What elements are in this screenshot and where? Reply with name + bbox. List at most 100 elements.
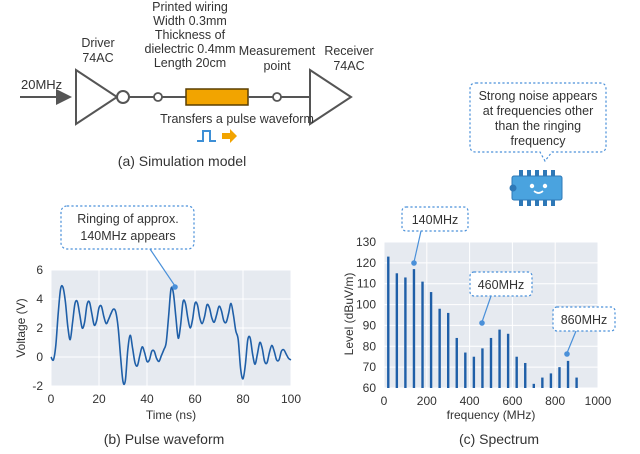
noise-note-line4: frequency xyxy=(511,134,567,148)
receiver-label-line1: Receiver xyxy=(324,44,373,58)
driver-buffer-icon xyxy=(75,68,119,126)
spectrum-bar xyxy=(464,352,467,388)
wiring-label-line2: Width 0.3mm xyxy=(153,14,227,28)
pulse-icon xyxy=(197,130,216,142)
callout-860mhz-leader xyxy=(566,330,577,354)
spectrum-bar xyxy=(506,333,510,388)
noise-note-line2: at frequencies other xyxy=(483,104,594,118)
callout-860mhz-label: 860MHz xyxy=(561,313,608,327)
spectrum-ytick-label: 110 xyxy=(357,277,376,291)
callout-460mhz-label: 460MHz xyxy=(478,278,525,292)
spectrum-ytick-label: 80 xyxy=(363,339,377,353)
spectrum-bar xyxy=(421,281,424,388)
caption-a: (a) Simulation model xyxy=(118,153,246,169)
chip-mascot-icon xyxy=(509,170,563,206)
callout-860mhz-dot xyxy=(564,351,570,357)
spectrum-bar xyxy=(429,292,433,388)
pulse-xtick-label: 100 xyxy=(281,392,301,406)
spectrum-bar xyxy=(566,360,570,388)
pulse-xtick-label: 80 xyxy=(236,392,250,406)
spectrum-ylabel: Level (dBuV/m) xyxy=(342,273,356,356)
spectrum-xtick-label: 1000 xyxy=(585,394,612,408)
pulse-xtick-label: 60 xyxy=(188,392,202,406)
callout-460mhz-dot xyxy=(479,320,485,326)
ringing-callout-dot xyxy=(172,284,178,290)
pulse-grid xyxy=(50,269,292,387)
pulse-series-line xyxy=(50,284,292,386)
wiring-label-line3: Thickness of xyxy=(155,28,226,42)
measurement-point-node xyxy=(272,92,282,102)
spectrum-xtick-label: 400 xyxy=(460,394,480,408)
pulse-ylabel: Voltage (V) xyxy=(14,298,28,357)
spectrum-xtick-label: 800 xyxy=(545,394,565,408)
pulse-ytick-label: 0 xyxy=(36,350,43,364)
spectrum-ytick-label: 100 xyxy=(356,298,376,312)
printed-wiring-trace xyxy=(185,88,249,106)
pulse-xtick-label: 40 xyxy=(140,392,154,406)
driver-output-bubble xyxy=(116,90,130,104)
spectrum-ytick-label: 70 xyxy=(363,360,377,374)
callout-860mhz-box xyxy=(552,306,616,332)
spectrum-bar xyxy=(472,356,476,388)
spectrum-bar xyxy=(438,308,441,388)
spectrum-bar xyxy=(498,329,501,388)
spectrum-ytick-label: 90 xyxy=(363,318,377,332)
measurement-label-line1: Measurement xyxy=(239,44,316,58)
spectrum-bars xyxy=(387,256,578,388)
driver-label-line2: 74AC xyxy=(82,51,113,65)
spectrum-bar xyxy=(481,348,484,388)
ringing-callout-line2: 140MHz appears xyxy=(80,229,175,243)
wiring-label-line4: dielectric 0.4mm xyxy=(145,42,236,56)
caption-c: (c) Spectrum xyxy=(459,431,539,447)
ringing-callout-leader xyxy=(149,248,176,287)
spectrum-xtick-label: 0 xyxy=(381,394,388,408)
ringing-callout-box xyxy=(60,205,195,250)
wiring-label-line5: Length 20cm xyxy=(154,56,226,70)
spectrum-bar xyxy=(575,377,578,388)
driver-label-line1: Driver xyxy=(81,36,114,50)
ringing-callout-line1: Ringing of approx. xyxy=(77,212,178,226)
pulse-xtick-label: 20 xyxy=(92,392,106,406)
wire-node xyxy=(153,92,163,102)
pulse-xtick-label: 0 xyxy=(48,392,55,406)
callout-140mhz-box xyxy=(401,206,469,232)
spectrum-bar xyxy=(515,356,518,388)
callout-140mhz-dot xyxy=(411,260,417,266)
spectrum-xtick-label: 600 xyxy=(502,394,522,408)
callout-460mhz-box xyxy=(469,271,533,297)
pulse-ytick-label: 4 xyxy=(36,292,43,306)
spectrum-bar xyxy=(447,312,450,388)
spectrum-ytick-label: 120 xyxy=(356,256,376,270)
transfer-label: Transfers a pulse waveform xyxy=(160,112,314,126)
callout-140mhz-label: 140MHz xyxy=(412,213,459,227)
receiver-label-line2: 74AC xyxy=(333,59,364,73)
spectrum-bar xyxy=(404,277,407,388)
input-label: 20MHz xyxy=(21,77,62,92)
callout-140mhz-leader xyxy=(413,230,422,263)
spectrum-bar xyxy=(387,256,390,388)
spectrum-bar xyxy=(532,383,535,388)
caption-b: (b) Pulse waveform xyxy=(104,431,225,447)
spectrum-bar xyxy=(489,337,493,388)
simulation-model: 20MHz Driver 74AC Printed wiring Width 0… xyxy=(20,0,374,169)
callout-460mhz-leader xyxy=(481,295,492,323)
spectrum-bar xyxy=(395,273,399,388)
spectrum-xtick-label: 200 xyxy=(417,394,437,408)
wiring-label-line1: Printed wiring xyxy=(152,0,228,14)
noise-note-line1: Strong noise appears xyxy=(479,89,598,103)
pulse-ytick-label: 2 xyxy=(36,321,43,335)
noise-note-bubble xyxy=(469,82,607,163)
spectrum-bar xyxy=(549,373,553,388)
spectrum-bar xyxy=(412,269,416,388)
pulse-ytick-label: 6 xyxy=(36,263,43,277)
receiver-buffer-icon xyxy=(309,68,353,126)
noise-note-line3: than the ringing xyxy=(495,119,581,133)
spectrum-bar xyxy=(558,367,561,388)
transfer-arrow-icon xyxy=(222,129,237,143)
spectrum-bar xyxy=(541,377,544,388)
noise-note: Strong noise appears at frequencies othe… xyxy=(469,82,607,206)
